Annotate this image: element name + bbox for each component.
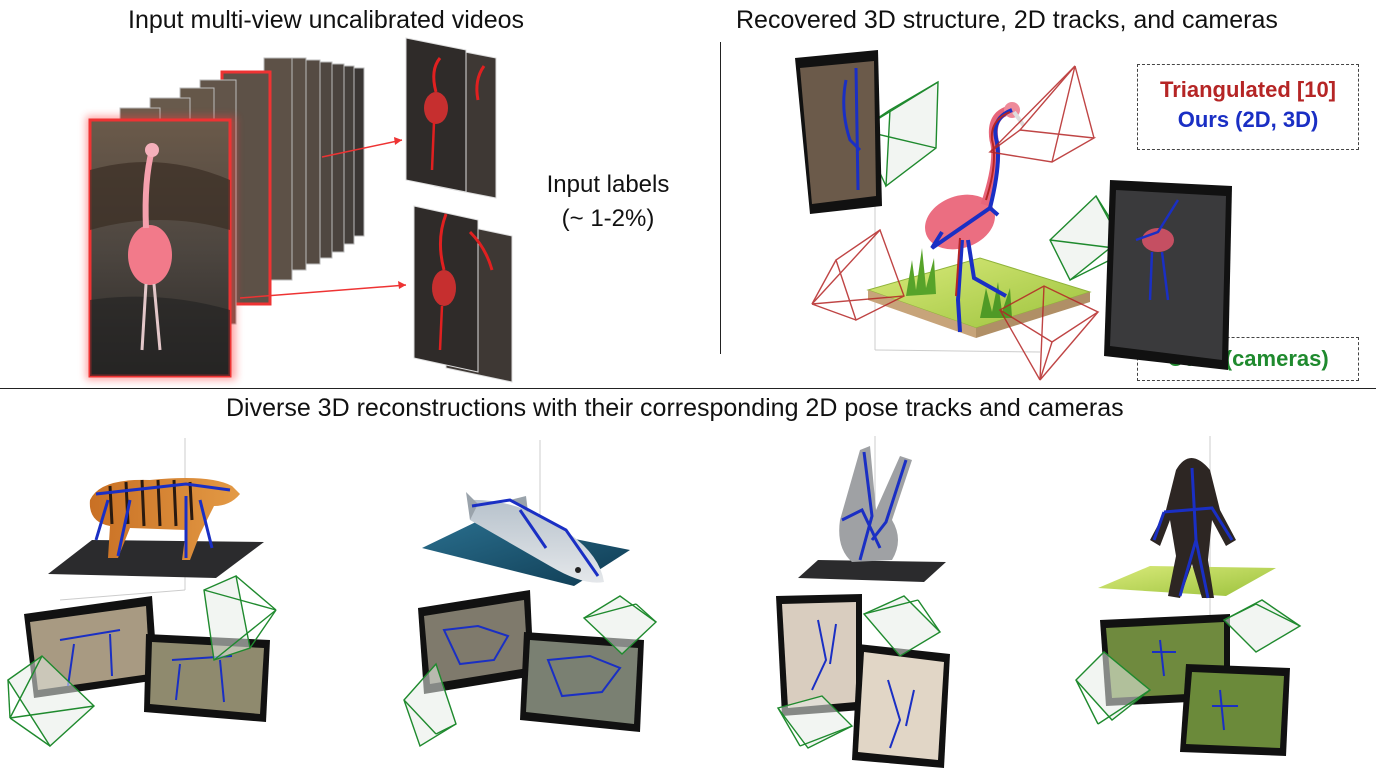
legend-ours-2d3d: Ours (2D, 3D) (1177, 107, 1319, 132)
bottom-camera-frustums (7, 575, 1302, 749)
legend-triangulated: Triangulated [10] (1159, 77, 1337, 102)
hand-film-strips (776, 594, 950, 768)
input-labels-line1: Input labels (546, 171, 670, 198)
heading-diverse-reconstructions: Diverse 3D reconstructions with their co… (226, 394, 1124, 422)
legend-methods: Triangulated [10] Ours (2D, 3D) (1137, 64, 1359, 150)
vertical-divider (720, 42, 721, 354)
heading-recovered-structure: Recovered 3D structure, 2D tracks, and c… (736, 6, 1278, 34)
labeled-frames-bottom (413, 205, 513, 383)
input-labels-caption: Input labels (~ 1-2%) (538, 168, 678, 236)
tiger-3d (48, 438, 264, 601)
horizontal-divider (0, 388, 1376, 389)
labeled-frames-top (405, 37, 497, 199)
stack-frame-front (86, 116, 236, 380)
fish-3d (422, 440, 630, 586)
heading-input-videos: Input multi-view uncalibrated videos (128, 6, 525, 34)
film-strip (795, 50, 1232, 370)
fish-film-strips (418, 590, 644, 732)
video-frame-stack (86, 57, 407, 380)
hand-3d (798, 436, 946, 582)
flamingo-3d (925, 102, 1026, 333)
chimp-3d (1098, 436, 1276, 620)
input-labels-line2: (~ 1-2%) (561, 205, 655, 232)
recovered-scene (866, 150, 1092, 353)
